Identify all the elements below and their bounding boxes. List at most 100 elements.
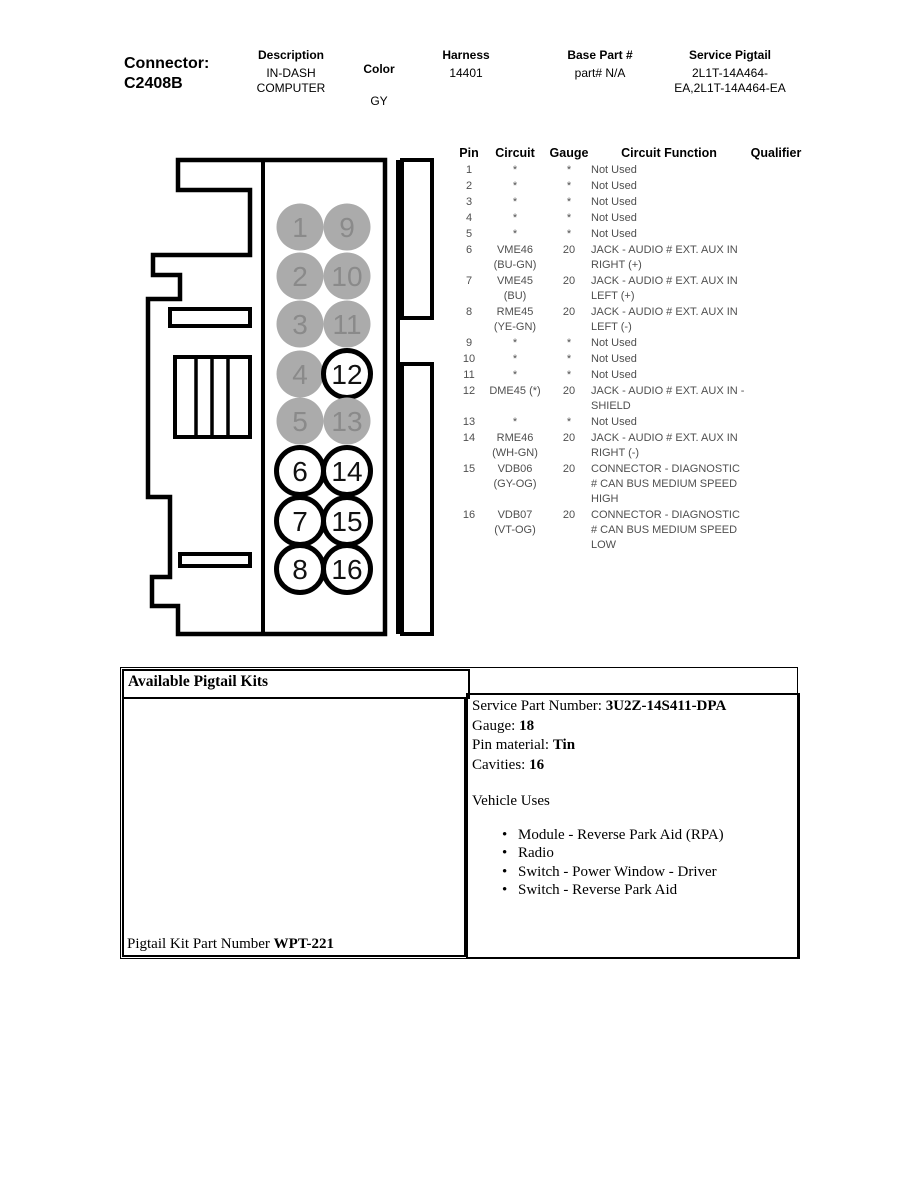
function-cell: Not Used	[591, 337, 637, 349]
pin-cavity-unused	[276, 397, 324, 445]
bullet-icon: •	[502, 826, 508, 843]
circuit-code: *	[512, 337, 518, 349]
pigtail-kits-title: Available Pigtail Kits	[122, 669, 470, 699]
circuit-code: *	[512, 164, 518, 176]
gauge-cell: 20	[562, 244, 576, 256]
pin-cavity-unused	[323, 203, 371, 251]
pin-cavity-unused	[323, 252, 371, 300]
function-cell: JACK - AUDIO # EXT. AUX IN RIGHT (-)	[591, 432, 738, 459]
col-header-gauge: Gauge	[549, 146, 589, 160]
pin-number-cell: 3	[465, 196, 473, 208]
circuit-code: VDB07	[497, 509, 533, 521]
lock-rail-top	[400, 158, 434, 320]
pigtail-kit-part-number: Pigtail Kit Part Number WPT-221	[127, 936, 334, 953]
circuit-cell: VDB07(VT-OG)	[483, 508, 547, 553]
function-cell: JACK - AUDIO # EXT. AUX IN LEFT (-)	[591, 306, 738, 333]
circuit-cell: *	[483, 336, 547, 351]
circuit-code: RME45	[496, 306, 534, 318]
circuit-code: VDB06	[497, 463, 533, 475]
qualifier-cell	[748, 305, 804, 335]
circuit-code: *	[512, 228, 518, 240]
pin-cavity-number: 12	[331, 359, 362, 390]
header-column-label: Service Pigtail	[688, 48, 772, 62]
function-cell: Not Used	[591, 228, 637, 240]
pigtail-spec-line: Pin material: Tin	[472, 736, 798, 756]
circuit-cell: *	[483, 179, 547, 194]
circuit-cell: *	[483, 227, 547, 242]
pin-cavity-number: 11	[332, 309, 361, 340]
pin-number-cell: 5	[465, 228, 473, 240]
circuit-code: RME46	[496, 432, 534, 444]
pin-table-row: 13**Not Used	[456, 415, 802, 430]
pigtail-table-border	[120, 667, 798, 959]
function-cell: JACK - AUDIO # EXT. AUX IN RIGHT (+)	[591, 244, 738, 271]
spec-value: 3U2Z-14S411-DPA	[605, 698, 727, 714]
pin-number-cell: 2	[465, 180, 473, 192]
gauge-cell: *	[566, 180, 572, 192]
spec-label: Gauge:	[472, 717, 520, 734]
circuit-cell: *	[483, 163, 547, 178]
function-cell: Not Used	[591, 212, 637, 224]
pin-cavity-number: 7	[292, 506, 308, 537]
pin-cavity-unused	[323, 300, 371, 348]
circuit-code: DME45 (*)	[489, 385, 541, 397]
pin-number-cell: 9	[465, 337, 473, 349]
circuit-code: VME45	[496, 275, 534, 287]
qualifier-cell	[748, 384, 804, 414]
gauge-cell: *	[566, 212, 572, 224]
bullet-icon: •	[502, 863, 508, 880]
pin-cavity-used	[321, 543, 373, 595]
pin-number-cell: 12	[462, 385, 476, 397]
pin-table-row: 5**Not Used	[456, 227, 802, 242]
pigtail-spec-line: Service Part Number: 3U2Z-14S411-DPA	[472, 697, 798, 717]
pin-cavity-number: 2	[292, 261, 308, 292]
pin-table-row: 10**Not Used	[456, 352, 802, 367]
circuit-cell: RME46(WH-GN)	[483, 431, 547, 461]
pin-cavity-unused	[276, 350, 324, 398]
circuit-code: *	[512, 353, 518, 365]
pin-table-row: 3**Not Used	[456, 195, 802, 210]
circuit-code: *	[512, 180, 518, 192]
pin-cavity-number: 5	[292, 406, 308, 437]
pin-cavity-unused	[276, 300, 324, 348]
gauge-cell: 20	[562, 463, 576, 475]
gauge-cell: *	[566, 164, 572, 176]
pin-cavity-number: 4	[292, 359, 308, 390]
connector-id: C2408B	[124, 75, 183, 92]
pin-table-row: 4**Not Used	[456, 211, 802, 226]
gauge-cell: *	[566, 196, 572, 208]
pin-number-cell: 7	[465, 275, 473, 287]
spec-label: Pin material:	[472, 737, 553, 753]
header-column-label: Color	[363, 62, 395, 76]
header-column-value: 14401	[449, 66, 483, 80]
gauge-cell: 20	[562, 509, 576, 521]
qualifier-cell	[748, 431, 804, 461]
circuit-cell: RME45(YE-GN)	[483, 305, 547, 335]
vehicle-use-item: •Switch - Reverse Park Aid	[472, 881, 798, 900]
pigtail-kit-cell: Pigtail Kit Part Number WPT-221	[122, 697, 466, 957]
pin-cavity-unused	[276, 252, 324, 300]
vehicle-use-item: •Radio	[472, 844, 798, 863]
gauge-cell: 20	[562, 306, 576, 318]
qualifier-cell	[748, 415, 804, 430]
pigtail-spec-line: Gauge: 18	[472, 717, 798, 737]
pin-cavity-number: 16	[331, 554, 362, 585]
pin-cavity-unused	[276, 203, 324, 251]
latch-rung-top	[168, 307, 252, 328]
qualifier-cell	[748, 368, 804, 383]
pin-number-cell: 14	[462, 432, 476, 444]
pigtail-spec-line: Cavities: 16	[472, 756, 798, 776]
vehicle-uses-title: Vehicle Uses	[472, 793, 550, 809]
bullet-icon: •	[502, 845, 508, 861]
vehicle-use-item: •Switch - Power Window - Driver	[472, 863, 798, 882]
gauge-cell: *	[566, 369, 572, 381]
pin-cavity-number: 14	[331, 456, 362, 487]
function-cell: CONNECTOR - DIAGNOSTIC # CAN BUS MEDIUM …	[591, 509, 740, 551]
qualifier-cell	[748, 352, 804, 367]
